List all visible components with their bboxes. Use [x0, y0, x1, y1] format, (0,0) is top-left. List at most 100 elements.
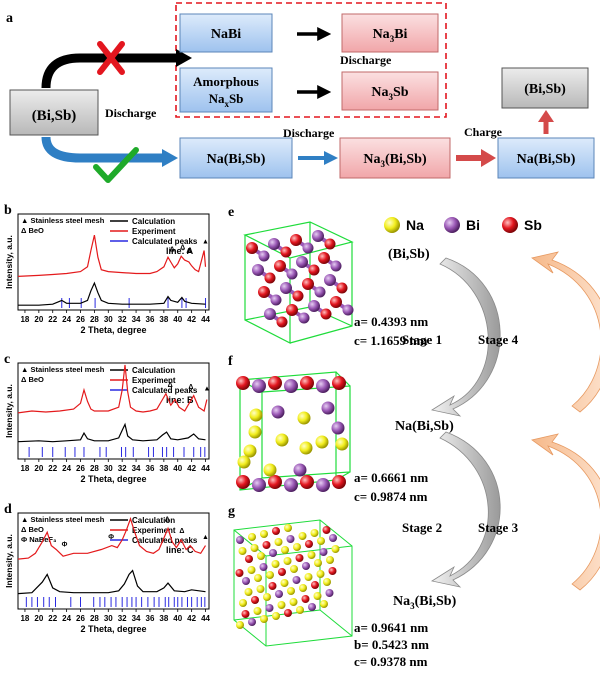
atom [342, 304, 354, 316]
atom [293, 543, 301, 551]
x-tick-label: 42 [187, 315, 196, 324]
atom [268, 238, 280, 250]
atom [274, 260, 286, 272]
peak-marker: ▲ [202, 239, 209, 246]
atom [298, 532, 307, 540]
x-tick-label: 24 [62, 315, 71, 324]
x-tick-label: 24 [62, 614, 71, 623]
lattice-g-b: b= 0.5423 nm [354, 637, 429, 652]
lattice-g-a: a= 0.9641 nm [354, 620, 428, 635]
atom [283, 557, 292, 565]
na3bi-box [341, 13, 439, 53]
stage-1-arrow [430, 257, 501, 417]
na-bisb-box [179, 137, 293, 179]
atom [264, 308, 276, 320]
atom [280, 246, 292, 258]
atom [236, 475, 250, 489]
lattice-e-a: a= 0.4393 nm [354, 314, 428, 329]
peak-marker: Δ [165, 517, 170, 524]
atom [237, 455, 251, 469]
atom [314, 286, 326, 298]
atom [272, 612, 280, 620]
peak-marker: Δ [188, 384, 193, 391]
atom [326, 556, 334, 564]
x-tick-label: 28 [90, 614, 99, 623]
legend-left-entry: Δ BeO [21, 525, 44, 534]
atom [269, 549, 277, 557]
x-tick-label: 28 [90, 315, 99, 324]
atom [324, 274, 336, 286]
atom [305, 540, 313, 548]
plot-frame [17, 362, 210, 460]
atom [275, 433, 289, 447]
atom [284, 379, 298, 393]
bisb-start-box [9, 89, 99, 136]
x-tick-label: 40 [173, 464, 182, 473]
atom [252, 478, 266, 492]
panel-label-c: c [4, 352, 10, 367]
bisb-right-label: (Bi,Sb) [524, 82, 566, 97]
atom [275, 590, 283, 598]
atom [264, 272, 276, 284]
line-label: line: C [166, 545, 194, 555]
x-tick-label: 30 [104, 315, 113, 324]
x-tick-label: 38 [159, 614, 168, 623]
x-tick-label: 20 [34, 614, 43, 623]
unit-cell-frame [243, 221, 354, 344]
amorphous-line1: Amorphous [193, 74, 259, 89]
atom [329, 534, 337, 542]
x-tick-label: 22 [48, 464, 57, 473]
atom [290, 234, 302, 246]
legend-left-entry: ▲ Stainless steel mesh [21, 365, 105, 374]
atom [276, 316, 288, 328]
discharge-left-label: Discharge [105, 106, 157, 120]
amorphous-line2: NaxSb [209, 91, 244, 109]
atom [330, 260, 342, 272]
atom [332, 376, 346, 390]
panel-label-e: e [228, 205, 234, 220]
panel-label-b: b [4, 203, 12, 218]
x-tick-label: 40 [173, 315, 182, 324]
na-bisb-right-box [497, 137, 595, 179]
atom [312, 230, 324, 242]
upper-route-arrow [41, 53, 180, 89]
atom [316, 570, 325, 578]
atom [324, 238, 336, 250]
atom [238, 547, 247, 555]
na3-bisb-box [339, 137, 451, 179]
atom [272, 527, 280, 535]
atom [248, 618, 256, 626]
series-calculation [17, 422, 206, 443]
atom [310, 529, 319, 537]
atom [278, 568, 286, 576]
atom [308, 264, 320, 276]
discharge-bottom-label: Discharge [283, 126, 335, 140]
atom [304, 573, 313, 581]
atom [236, 536, 244, 544]
atom [284, 524, 292, 532]
atom [277, 601, 286, 609]
x-tick-label: 26 [76, 614, 85, 623]
lattice-g-c: c= 0.9378 nm [354, 654, 428, 669]
peak-marker: Δ [180, 244, 185, 251]
x-tick-label: 44 [201, 315, 210, 324]
atom [300, 475, 314, 489]
atom [299, 584, 307, 592]
atom [292, 290, 304, 302]
unit-cell-frame [233, 519, 353, 647]
lattice-e-c: c= 1.1659 nm [354, 333, 428, 348]
peak-marker: Δ [186, 248, 191, 255]
x-tick-label: 30 [104, 614, 113, 623]
na-bisb-label: Na(Bi,Sb) [207, 152, 266, 167]
line-label: line: B [166, 395, 194, 405]
legend-left-entry: ▲ Stainless steel mesh [21, 515, 105, 524]
atom [315, 435, 329, 449]
atom [295, 554, 304, 562]
atom [280, 282, 292, 294]
atom [263, 593, 271, 601]
bi-atom-icon [444, 217, 460, 233]
atom [248, 533, 256, 541]
atom [320, 600, 328, 608]
atom [286, 304, 298, 316]
